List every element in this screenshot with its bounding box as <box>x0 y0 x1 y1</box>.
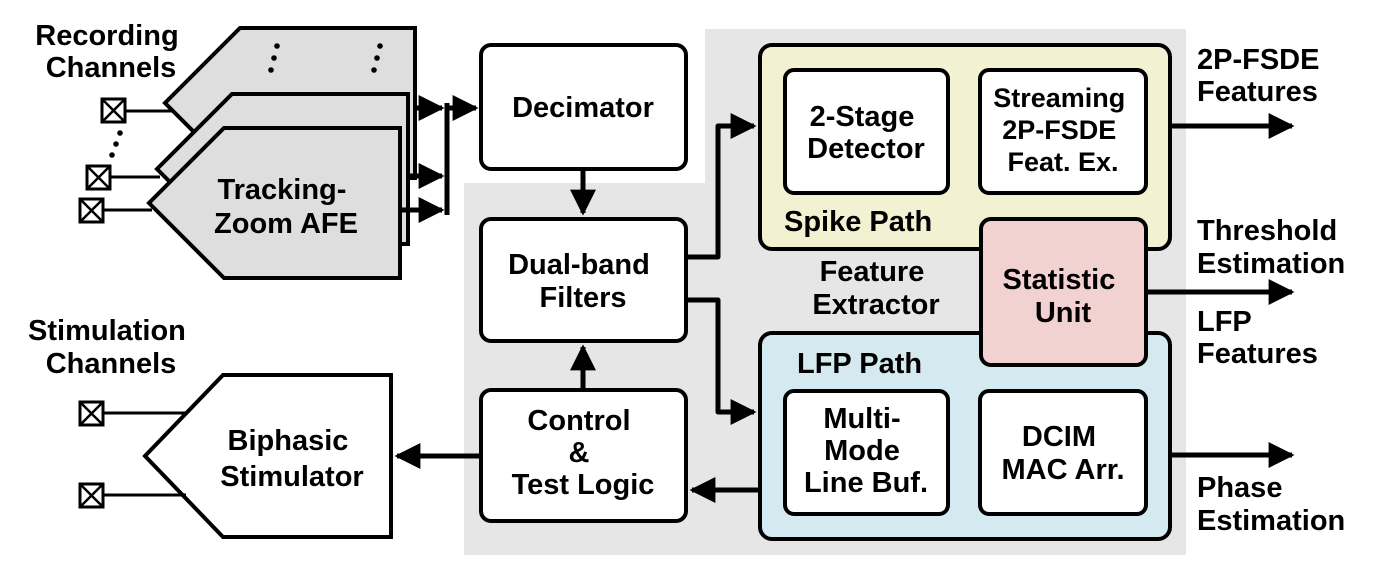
line-buffer-block <box>783 389 950 516</box>
feature-extractor-label: Feature Extractor <box>812 256 939 321</box>
detector-block <box>783 68 950 195</box>
afe-label: Tracking- Zoom AFE <box>214 174 358 240</box>
output-threshold-label: Threshold Estimation <box>1197 215 1345 280</box>
afe-stack <box>146 26 417 280</box>
output-fsde-label: 2P-FSDE Features <box>1197 44 1328 108</box>
output-arrows <box>1146 113 1295 468</box>
electrode-icon <box>100 97 127 124</box>
dcim-mac-array-block <box>978 389 1148 516</box>
stimulation-channels-label: Stimulation Channels <box>28 315 194 380</box>
channel-dots <box>109 43 383 158</box>
detector-label: 2-Stage Detector <box>807 101 925 165</box>
output-lfp-label: LFP Features <box>1197 306 1318 370</box>
control-logic-label: Control & Test Logic <box>512 405 655 501</box>
stimulation-electrodes <box>78 400 186 509</box>
filters-label: Dual-band Filters <box>508 249 658 314</box>
streaming-label: Streaming 2P-FSDE Feat. Ex. <box>993 83 1133 177</box>
statistic-unit-label: Statistic Unit <box>1003 264 1124 329</box>
diagram-labels: Recording Channels Tracking- Zoom AFE St… <box>28 20 1345 537</box>
lfp-path-label: LFP Path <box>797 348 922 380</box>
afe-to-decimator-wires <box>400 95 479 223</box>
dcim-label: DCIM MAC Arr. <box>1002 421 1125 486</box>
line-buffer-label: Multi- Mode Line Buf. <box>804 403 928 499</box>
recording-electrodes <box>78 97 172 224</box>
decimator-label: Decimator <box>512 92 654 124</box>
electrode-icon <box>78 400 105 427</box>
streaming-feature-extractor-block <box>978 68 1148 195</box>
biphasic-stimulator-block <box>142 373 393 539</box>
dataflow-arrows <box>394 113 760 503</box>
spike-path-label: Spike Path <box>784 206 932 238</box>
filters-block <box>479 217 688 343</box>
afe-front-channel <box>146 126 402 280</box>
electrode-icon <box>78 197 105 224</box>
recording-channels-label: Recording Channels <box>35 20 186 84</box>
electrode-icon <box>78 482 105 509</box>
stimulator-label: Biphasic Stimulator <box>220 425 363 493</box>
electrode-icon <box>85 164 112 191</box>
output-phase-label: Phase Estimation <box>1197 472 1345 537</box>
